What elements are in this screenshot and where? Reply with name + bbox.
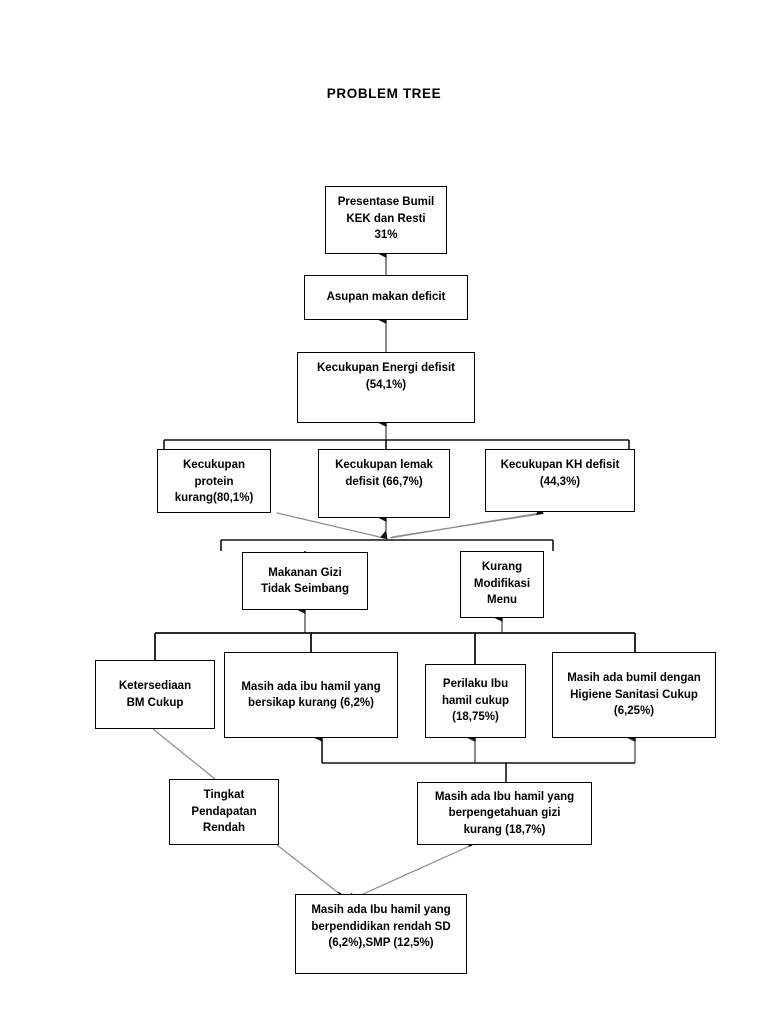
node-perilaku-label: Perilaku Ibu hamil cukup (18,75%) [441,678,510,724]
edge-pendidikan-to-pendapatan [276,844,346,899]
node-gizi-seimbang[interactable]: Makanan Gizi Tidak Seimbang [242,552,368,610]
node-pendidikan[interactable]: Masih ada Ibu hamil yang berpendidikan r… [295,894,467,974]
node-bersikap-kurang-label: Masih ada ibu hamil yang bersikap kurang… [241,680,381,710]
node-asupan-makan[interactable]: Asupan makan deficit [304,275,468,320]
node-higiene-label: Masih ada bumil dengan Higiene Sanitasi … [567,672,701,718]
node-protein[interactable]: Kecukupan protein kurang(80,1%) [157,449,271,513]
node-perilaku[interactable]: Perilaku Ibu hamil cukup (18,75%) [425,664,526,738]
edge-protein-to-junction [276,512,388,540]
node-modifikasi-menu-label: Kurang Modifikasi Menu [473,561,531,606]
edge-ketersediaan-to-pendapatan [152,728,216,780]
node-pengetahuan-label: Masih ada Ibu hamil yang berpengetahuan … [434,790,575,836]
node-modifikasi-menu[interactable]: Kurang Modifikasi Menu [460,551,544,618]
node-ketersediaan-bm[interactable]: Ketersediaan BM Cukup [95,660,215,729]
node-kh[interactable]: Kecukupan KH defisit (44,3%) [485,449,635,512]
edge-junction-up-kh [391,506,544,538]
edge-pendidikan-to-pengetahuan [351,838,476,900]
node-energi-label: Kecukupan Energi defisit (54,1%) [316,362,456,391]
node-protein-label: Kecukupan protein kurang(80,1%) [174,459,254,504]
page-title: PROBLEM TREE [326,86,442,101]
node-asupan-makan-label: Asupan makan deficit [326,291,446,304]
node-lemak[interactable]: Kecukupan lemak defisit (66,7%) [318,449,450,518]
node-bumil-kek[interactable]: Presentase Bumil KEK dan Resti 31% [325,186,447,254]
node-pendapatan-label: Tingkat Pendapatan Rendah [191,789,257,835]
node-pendapatan[interactable]: Tingkat Pendapatan Rendah [169,779,279,845]
node-bersikap-kurang[interactable]: Masih ada ibu hamil yang bersikap kurang… [224,652,398,738]
node-pendidikan-label: Masih ada Ibu hamil yang berpendidikan r… [311,904,451,949]
node-ketersediaan-bm-label: Ketersediaan BM Cukup [118,680,192,709]
node-higiene[interactable]: Masih ada bumil dengan Higiene Sanitasi … [552,652,716,738]
node-pengetahuan[interactable]: Masih ada Ibu hamil yang berpengetahuan … [417,782,592,845]
node-lemak-label: Kecukupan lemak defisit (66,7%) [335,459,433,488]
node-gizi-seimbang-label: Makanan Gizi Tidak Seimbang [261,566,349,596]
node-kh-label: Kecukupan KH defisit (44,3%) [500,459,620,488]
node-bumil-kek-label: Presentase Bumil KEK dan Resti 31% [337,196,435,241]
node-energi[interactable]: Kecukupan Energi defisit (54,1%) [297,352,475,423]
